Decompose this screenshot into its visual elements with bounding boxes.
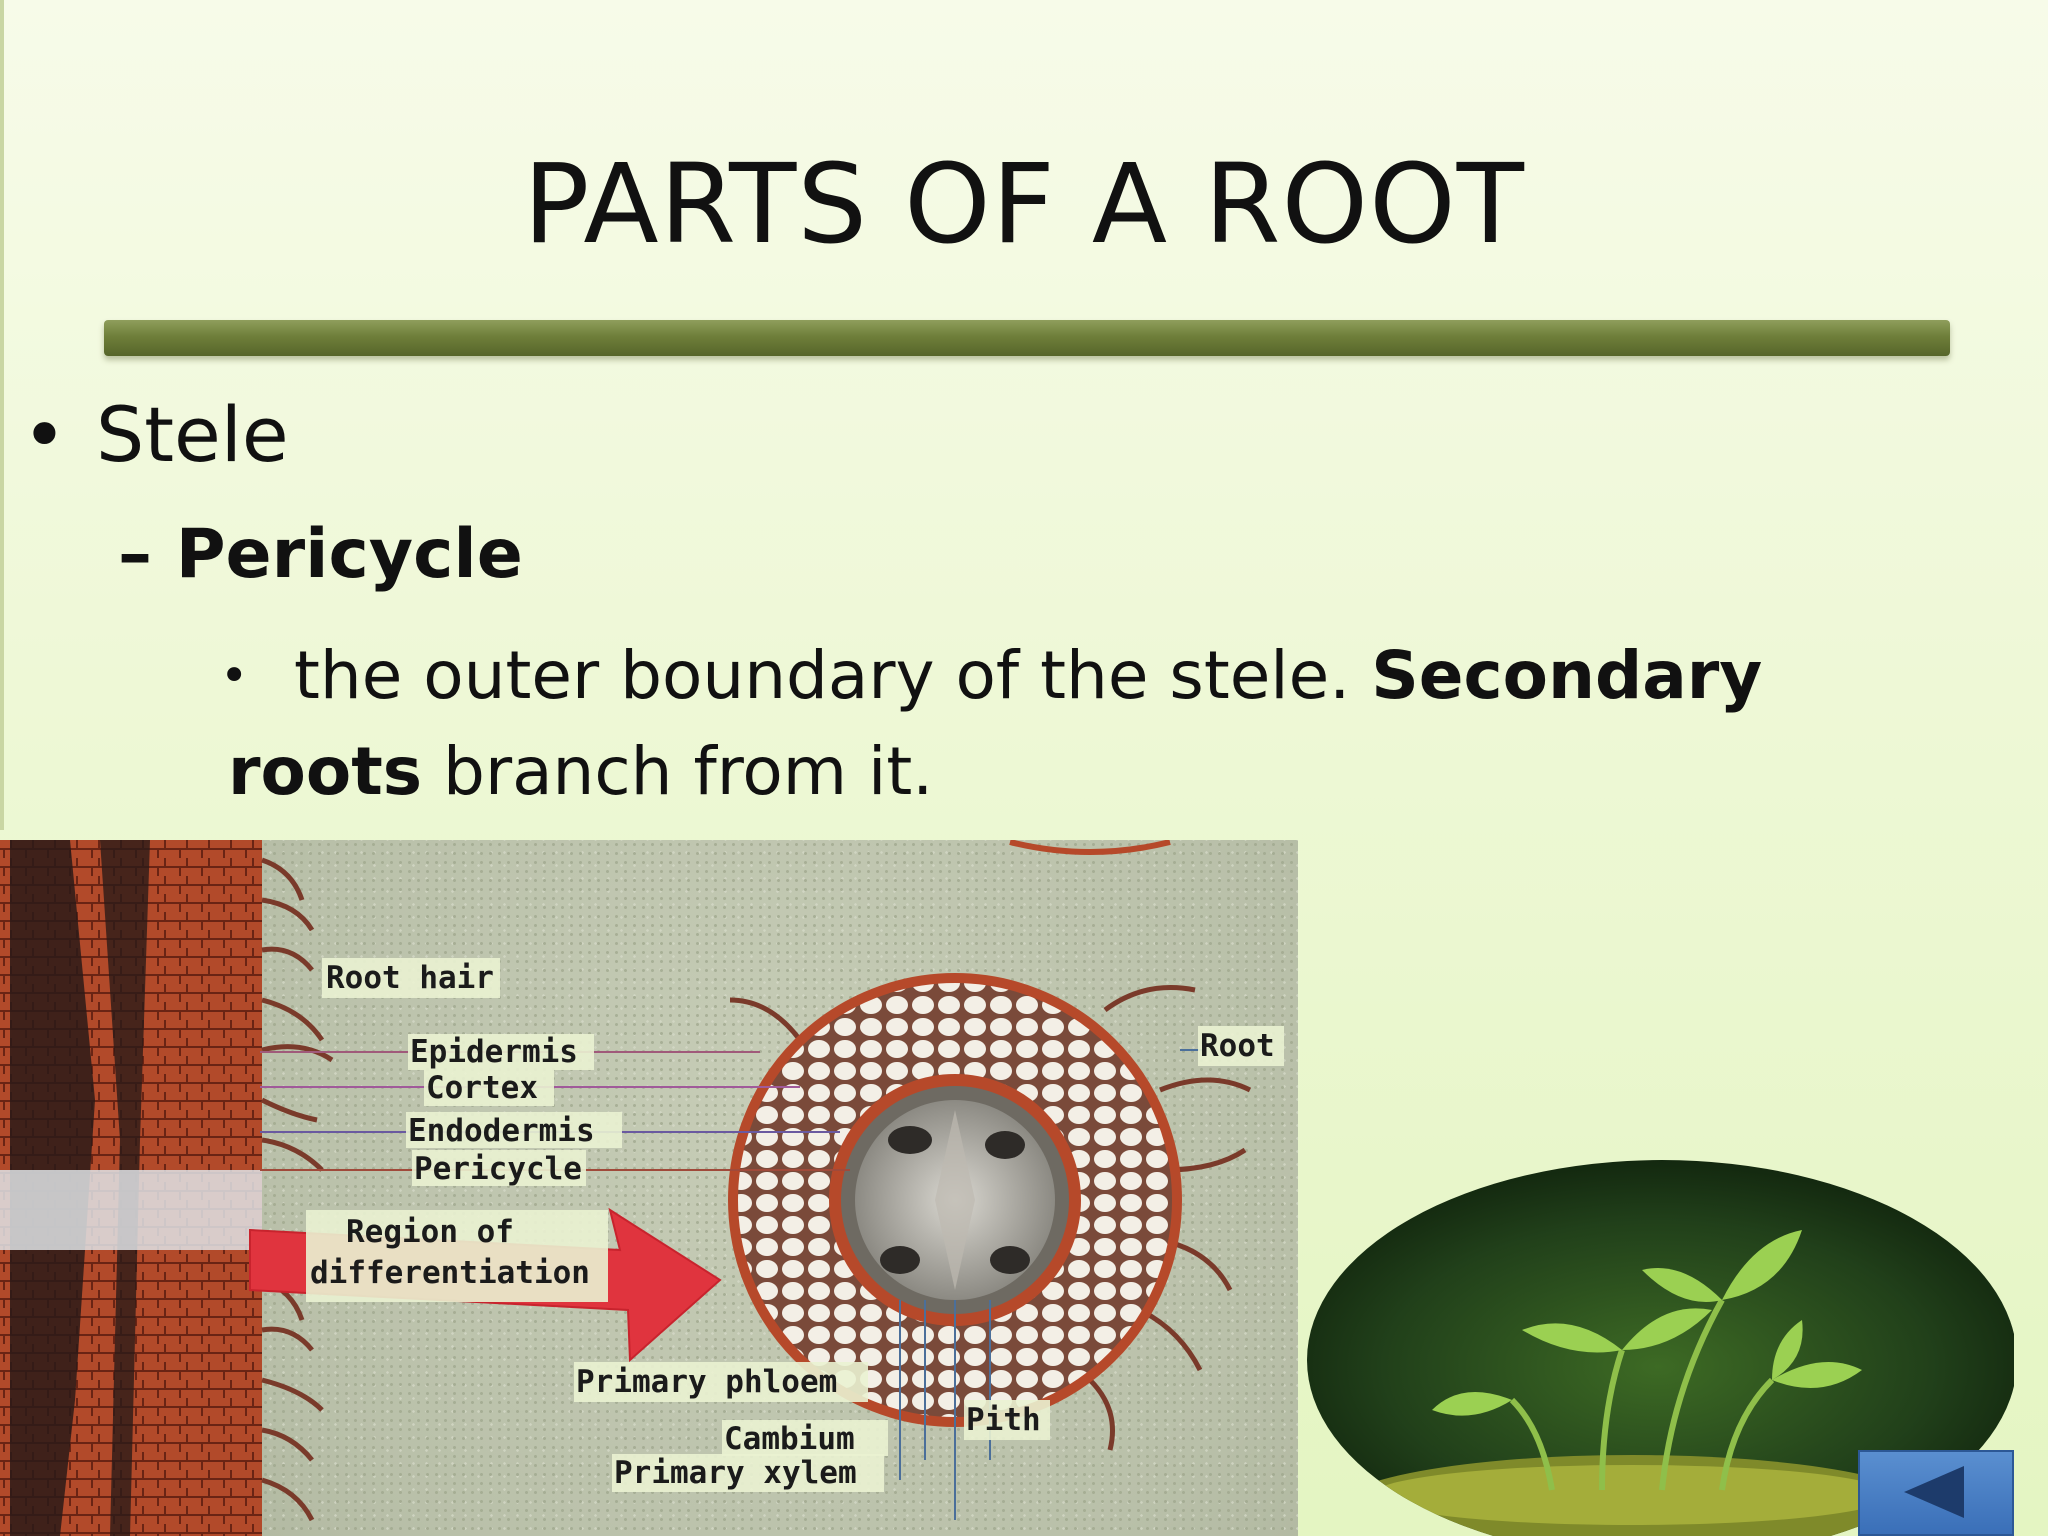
label-cortex: Cortex [426,1070,538,1106]
triangle-left-icon [1904,1466,1964,1518]
description-text: the outer boundary of the stele. Seconda… [228,628,1794,820]
slide-title: PARTS OF A ROOT [523,140,1525,268]
label-region-of: Region of [346,1214,514,1250]
label-pericycle: Pericycle [414,1151,582,1187]
previous-slide-button[interactable] [1858,1450,2014,1536]
label-differentiation: differentiation [310,1255,590,1291]
label-primary-xylem: Primary xylem [614,1455,857,1491]
bullet-pericycle-text: Pericycle [175,515,523,594]
description-line-2: roots branch from it. [228,724,1794,820]
description-bold-roots: roots [228,733,423,810]
seedling-photo [1302,1160,2014,1536]
slide-left-edge [0,0,4,830]
label-root: Root [1200,1028,1275,1064]
title-divider [104,320,1950,356]
sub-bullet-marker: • [220,648,249,704]
label-epidermis: Epidermis [410,1034,578,1070]
description-part-1: the outer boundary of the stele. [294,637,1372,714]
description-part-2: branch from it. [422,733,934,810]
root-cross-section [728,840,1252,1451]
label-pith: Pith [966,1402,1041,1438]
label-cambium: Cambium [724,1421,855,1457]
description-bold-secondary: Secondary [1371,637,1763,714]
bullet-pericycle: – Pericycle [118,515,523,594]
longitudinal-root [0,840,334,1536]
label-primary-phloem: Primary phloem [576,1364,837,1400]
bullet-marker: • [22,390,67,479]
bullet-stele: • Stele [22,390,289,479]
diagram-drawing: Root hair Epidermis Cortex Endodermis Pe… [0,840,1284,1536]
diagram-labels: Root hair Epidermis Cortex Endodermis Pe… [306,958,1284,1492]
bullet-stele-text: Stele [96,390,289,479]
label-endodermis: Endodermis [408,1113,595,1149]
label-root-hair: Root hair [326,960,494,996]
root-cross-section-diagram: Root hair Epidermis Cortex Endodermis Pe… [0,840,1298,1536]
dash-marker: – [118,515,152,594]
seedling-illustration [1307,1160,2014,1536]
